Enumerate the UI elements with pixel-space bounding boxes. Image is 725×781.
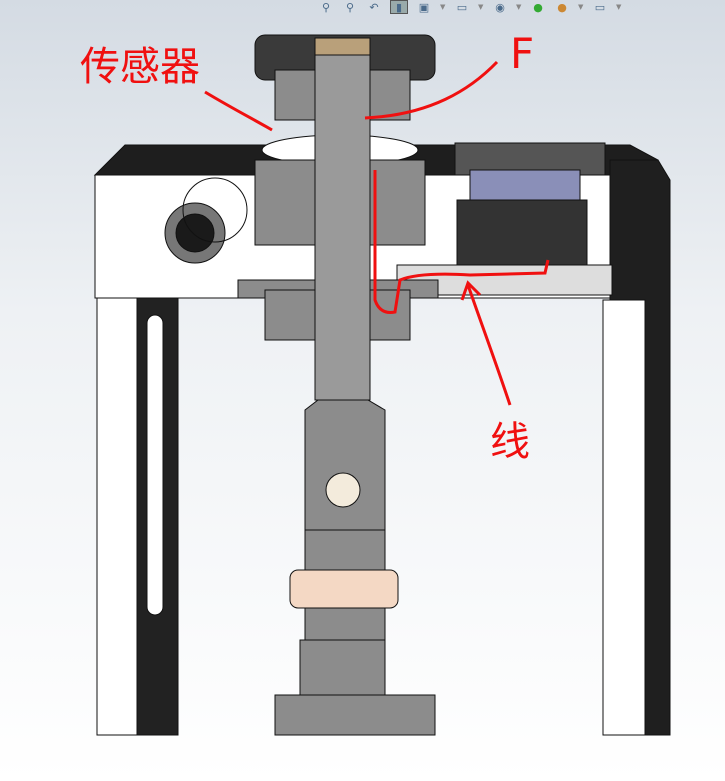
wire-arrow (460, 280, 512, 406)
chevron-down-icon[interactable]: ▼ (478, 3, 484, 11)
frame-left-slot (146, 314, 164, 616)
sensor-arrow (204, 90, 273, 132)
view-toolbar: ⚲ ⚲ ↶ ▮ ▣ ▼ ▭ ▼ ◉ ▼ ● ● ▼ ▭ ▼ (318, 0, 622, 14)
frame-right-leg (602, 299, 646, 736)
display-monitor-icon[interactable]: ▭ (594, 0, 606, 14)
view-orientation-icon[interactable]: ▣ (418, 0, 430, 14)
display-style-icon[interactable]: ▭ (456, 0, 468, 14)
zoom-to-fit-icon[interactable]: ⚲ (321, 0, 331, 14)
hide-show-icon[interactable]: ◉ (495, 0, 505, 14)
chevron-down-icon[interactable]: ▼ (440, 3, 446, 11)
annotations (204, 60, 550, 406)
frame-hole-outline (182, 177, 248, 243)
lower-rod (299, 639, 386, 701)
lever (304, 399, 386, 531)
section-view-icon[interactable]: ▮ (390, 0, 408, 14)
chevron-down-icon[interactable]: ▼ (616, 3, 622, 11)
sensor-label: 传感器 (80, 44, 200, 90)
scene-icon[interactable]: ● (557, 0, 567, 14)
edit-appearance-icon[interactable]: ● (533, 0, 543, 14)
previous-view-icon[interactable]: ↶ (369, 0, 379, 14)
force-arrow (364, 60, 499, 120)
central-assembly (237, 34, 439, 736)
frame-left-leg (96, 297, 138, 736)
rod (314, 54, 371, 401)
frame-right-side (609, 159, 671, 736)
wire-path (373, 170, 550, 314)
force-label: F (510, 29, 534, 78)
chevron-down-icon[interactable]: ▼ (516, 3, 522, 11)
zoom-area-icon[interactable]: ⚲ (345, 0, 355, 14)
chevron-down-icon[interactable]: ▼ (578, 3, 584, 11)
wire-label: 线 (490, 419, 530, 465)
base-plate (274, 694, 436, 736)
pivot-pin (325, 472, 361, 508)
frame-hole-inner (175, 213, 215, 253)
collar (289, 569, 399, 609)
